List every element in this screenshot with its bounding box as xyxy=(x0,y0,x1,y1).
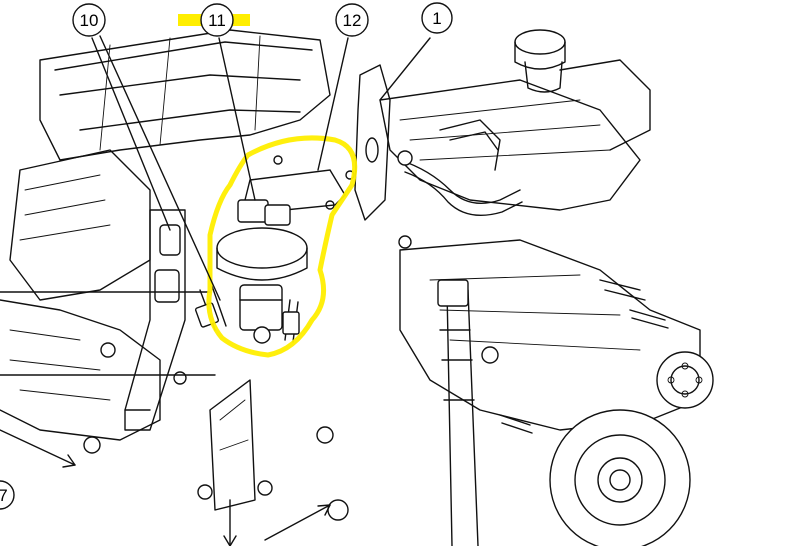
callout-1-label: 1 xyxy=(432,9,441,28)
highlight-egr-outline xyxy=(206,135,358,358)
callout-1: 1 xyxy=(421,2,453,34)
callout-11: 11 xyxy=(200,3,234,37)
callout-12: 12 xyxy=(335,3,369,37)
callout-11-label: 11 xyxy=(208,11,226,30)
callout-10-label: 10 xyxy=(80,11,99,30)
callout-leaders xyxy=(91,35,431,301)
callout-7-label: 7 xyxy=(0,486,8,505)
callout-10: 10 xyxy=(72,3,106,37)
callout-7: 7 xyxy=(0,480,15,510)
engine-block-outline xyxy=(0,29,714,546)
callout-12-label: 12 xyxy=(343,11,362,30)
